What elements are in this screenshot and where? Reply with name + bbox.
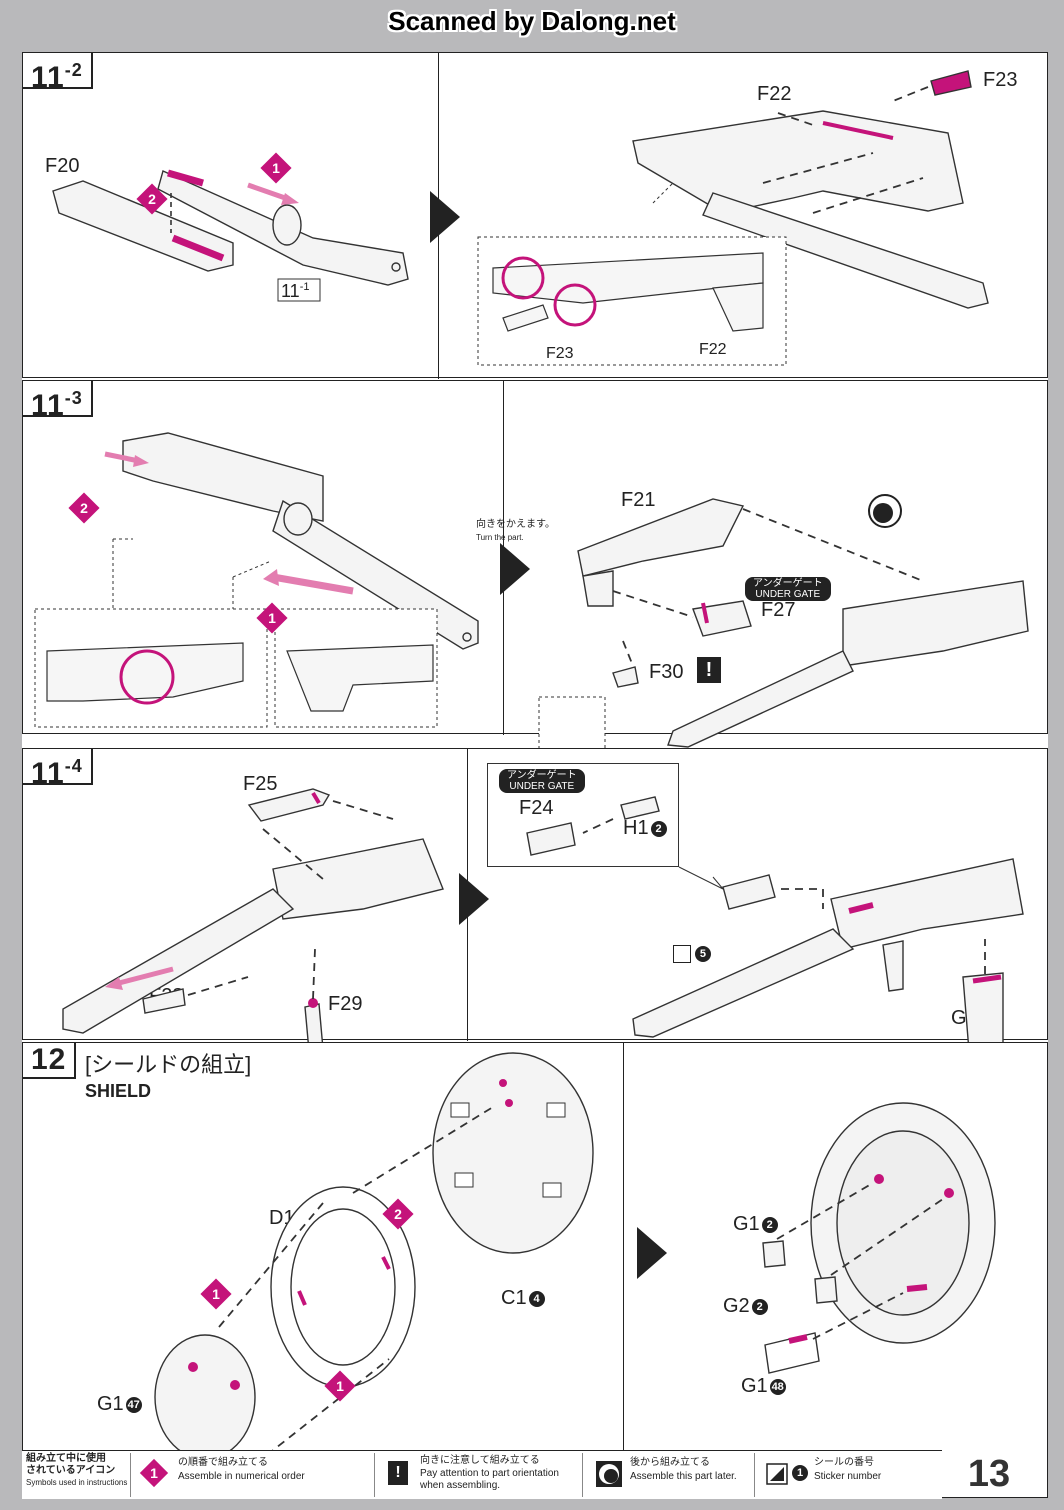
next-arrow-icon bbox=[430, 191, 460, 243]
shield-exploded-illustration bbox=[154, 1052, 594, 1460]
assemble-later-icon bbox=[596, 1461, 622, 1487]
step-11-2-panel: 11-2 F20 1 2 11-1 F22 F23 bbox=[22, 52, 1048, 379]
step-11-4-badge: 11-4 bbox=[23, 749, 93, 790]
step-11-4-panel: 11-4 F25 F28 F29 ア bbox=[22, 748, 1048, 1052]
sticker-icon bbox=[766, 1463, 788, 1485]
step-12-title-en: SHIELD bbox=[85, 1081, 152, 1101]
part-label-f23: F23 bbox=[983, 69, 1018, 91]
legend-sticker: 1 シールの番号 Sticker number bbox=[760, 1453, 938, 1497]
legend-orientation: ! 向きに注意して組み立てる Pay attention to part ori… bbox=[380, 1453, 583, 1497]
next-arrow-icon bbox=[459, 873, 489, 925]
sticker-number: 5 bbox=[673, 945, 711, 964]
rifle-rear-illustration bbox=[538, 494, 1029, 760]
turn-part-jp: 向きをかえます。 bbox=[476, 519, 555, 530]
legend-order: 1 の順番で組み立てる Assemble in numerical order bbox=[136, 1453, 375, 1497]
step-12-title-jp: [シールドの組立] bbox=[85, 1052, 252, 1077]
rifle-body-illustration bbox=[477, 70, 989, 366]
receiver-assembly-illustration bbox=[34, 432, 479, 728]
step-12-badge: 12 bbox=[23, 1043, 77, 1079]
step-11-3-panel: 11-3 2 1 bbox=[22, 380, 1048, 760]
rifle-mid-illustration bbox=[62, 788, 444, 1052]
warning-icon: ! bbox=[388, 1461, 408, 1485]
part-label-f20: F20 bbox=[45, 155, 80, 177]
rifle-full-illustration bbox=[526, 796, 1024, 1052]
divider bbox=[623, 1043, 624, 1499]
step-11-2-badge: 11-2 bbox=[23, 53, 93, 94]
step-11-3-badge: 11-3 bbox=[23, 381, 93, 422]
turn-part-en: Turn the part. bbox=[476, 533, 524, 542]
order-marker-icon: 1 bbox=[139, 1458, 169, 1488]
part-label-f27: F27 bbox=[761, 599, 796, 621]
icon-legend: 組み立て中に使用 されているアイコン Symbols used in instr… bbox=[22, 1450, 942, 1499]
orientation-warning-icon: ! bbox=[697, 657, 721, 683]
part-label-f21: F21 bbox=[621, 489, 656, 511]
page-number: 13 bbox=[967, 1453, 1011, 1495]
shield-assembled-illustration bbox=[762, 1102, 996, 1374]
part-label-f29: F29 bbox=[328, 993, 363, 1015]
next-arrow-icon bbox=[637, 1227, 667, 1279]
ref-step-11-1: 11-1 bbox=[281, 281, 310, 301]
legend-later: 後から組み立てる Assemble this part later. bbox=[588, 1453, 755, 1497]
instruction-page: 11-2 F20 1 2 11-1 F22 F23 bbox=[22, 52, 1048, 1499]
under-gate-badge: アンダーゲート UNDER GATE bbox=[499, 769, 585, 793]
part-label-f22: F22 bbox=[757, 83, 792, 105]
part-label-f30: F30 bbox=[649, 661, 684, 683]
barrel-assembly-illustration bbox=[52, 169, 409, 302]
part-label-f24: F24 bbox=[519, 797, 554, 819]
watermark: Scanned by Dalong.net bbox=[388, 6, 676, 36]
next-arrow-icon bbox=[500, 543, 530, 595]
legend-title: 組み立て中に使用 されているアイコン Symbols used in instr… bbox=[26, 1453, 131, 1497]
under-gate-badge: アンダーゲート UNDER GATE bbox=[745, 577, 831, 601]
part-label-f25: F25 bbox=[243, 773, 278, 795]
part-label-f22-detail: F22 bbox=[699, 341, 727, 358]
part-label-f23-detail: F23 bbox=[546, 345, 574, 362]
